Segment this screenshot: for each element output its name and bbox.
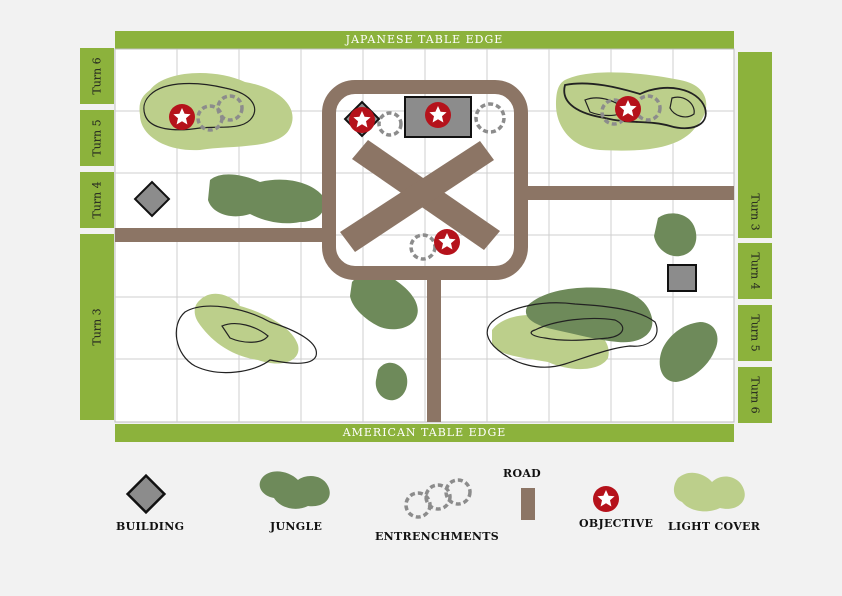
jungle-area	[659, 322, 718, 382]
legend-road-icon	[521, 488, 535, 520]
legend-light-cover-label: LIGHT COVER	[668, 520, 761, 533]
legend-building-icon	[125, 473, 167, 515]
right-turn-tab-6: Turn 6	[738, 367, 772, 423]
contour-lines	[143, 82, 707, 374]
jungle-area	[525, 287, 653, 343]
light-cover-area	[139, 72, 293, 151]
objective-marker	[169, 104, 195, 130]
building	[667, 264, 697, 292]
objective-marker	[425, 102, 451, 128]
legend-light-cover-icon	[673, 472, 745, 512]
legend-entrenchments-icon	[404, 478, 472, 519]
objective-marker	[349, 107, 375, 133]
right-turn-tab-4: Turn 4	[738, 243, 772, 299]
road-network	[115, 140, 734, 422]
right-turn-tab-5: Turn 5	[738, 305, 772, 361]
road-loop	[322, 80, 528, 280]
legend-building-label: BUILDING	[116, 520, 185, 533]
japanese-table-edge: JAPANESE TABLE EDGE	[115, 31, 734, 49]
objective-marker	[615, 96, 641, 122]
left-turn-tab-3: Turn 3	[80, 234, 114, 420]
jungle-area	[654, 213, 697, 257]
light-cover-area	[194, 293, 299, 364]
left-turn-tab-5: Turn 5	[80, 110, 114, 166]
legend-objective-icon	[593, 486, 619, 512]
jungle-area	[208, 174, 325, 224]
jungle-area	[350, 273, 418, 330]
legend-jungle-icon	[259, 471, 330, 509]
left-turn-tab-6: Turn 6	[80, 48, 114, 104]
jungle-area	[375, 362, 408, 401]
left-turn-tab-4: Turn 4	[80, 172, 114, 228]
legend-entrenchments-label: ENTRENCHMENTS	[375, 530, 499, 543]
legend-road-label: ROAD	[503, 467, 541, 480]
right-turn-tab-3: Turn 3	[738, 52, 772, 238]
american-table-edge: AMERICAN TABLE EDGE	[115, 424, 734, 442]
legend-jungle-label: JUNGLE	[270, 520, 323, 533]
objective-marker	[434, 229, 460, 255]
building	[133, 180, 171, 218]
legend-objective-label: OBJECTIVE	[579, 517, 654, 530]
